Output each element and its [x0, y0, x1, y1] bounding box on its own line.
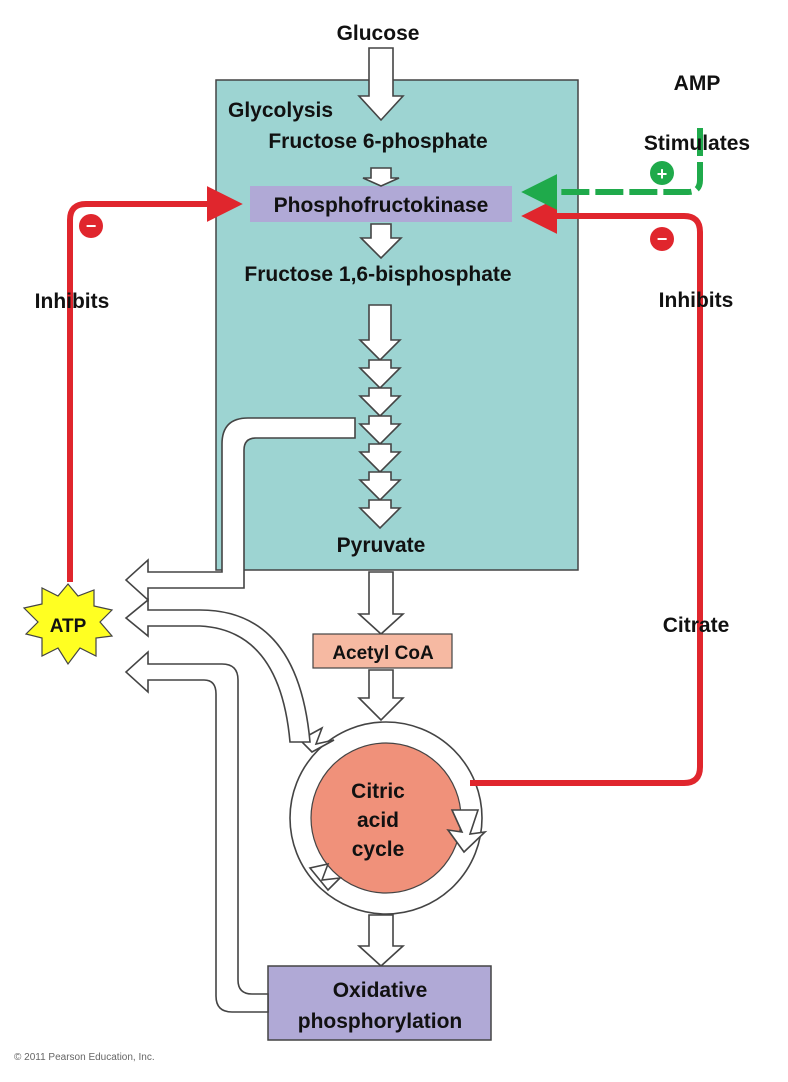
plus-sign: + [657, 164, 668, 184]
glucose-arrow [357, 47, 405, 122]
phosphofructokinase-label: Phosphofructokinase [274, 194, 489, 217]
oxphos-atp-arrow [124, 650, 269, 1013]
copyright-label: © 2011 Pearson Education, Inc. [14, 1052, 155, 1063]
pyruvate-arrow [356, 571, 406, 636]
fructose-6-phosphate-label: Fructose 6-phosphate [268, 130, 487, 153]
atp-label: ATP [50, 616, 87, 637]
inhibit-minus-circle-right [650, 227, 674, 251]
citrate-inhibition-line [470, 198, 703, 786]
phosphorylation-label: phosphorylation [298, 1010, 463, 1033]
minus-sign-left: − [86, 216, 97, 236]
atp-inhibition-line [67, 186, 243, 582]
citric-acid-cycle-label-2: acid [357, 809, 399, 832]
glycolysis-box [215, 79, 579, 571]
inhibits-left-label: Inhibits [35, 290, 110, 313]
acetyl-coa-arrow [357, 669, 405, 722]
glucose-label: Glucose [337, 22, 420, 45]
atp-starburst [22, 583, 114, 666]
citrate-label: Citrate [663, 614, 730, 637]
fructose-bisphosphate-label: Fructose 1,6-bisphosphate [244, 263, 511, 286]
cycle-atp-arrow [124, 598, 311, 743]
glycolysis-label: Glycolysis [228, 99, 333, 122]
citric-acid-cycle-label-3: cycle [352, 838, 405, 861]
phosphofructokinase-box [250, 186, 512, 222]
inhibit-minus-circle-left [79, 214, 103, 238]
pyruvate-label: Pyruvate [337, 534, 426, 557]
acetyl-coa-label: Acetyl CoA [332, 643, 434, 664]
oxidative-label: Oxidative [333, 979, 428, 1002]
glycolysis-atp-arrow [124, 417, 356, 602]
minus-sign-right: − [657, 229, 668, 249]
glycolysis-step-arrows [358, 304, 402, 530]
pfk-arrow [359, 223, 403, 260]
inhibits-right-label: Inhibits [659, 289, 734, 312]
stimulate-plus-circle [650, 161, 674, 185]
citric-acid-cycle-label-1: Citric [351, 780, 405, 803]
cycle-oxphos-arrow [356, 914, 406, 968]
amp-label: AMP [674, 72, 721, 95]
acetyl-coa-box [312, 633, 453, 669]
stimulates-label: Stimulates [644, 132, 750, 155]
amp-stimulation-line [521, 128, 703, 210]
oxidative-phosphorylation-box [267, 965, 492, 1041]
f6p-arrow [362, 167, 400, 187]
